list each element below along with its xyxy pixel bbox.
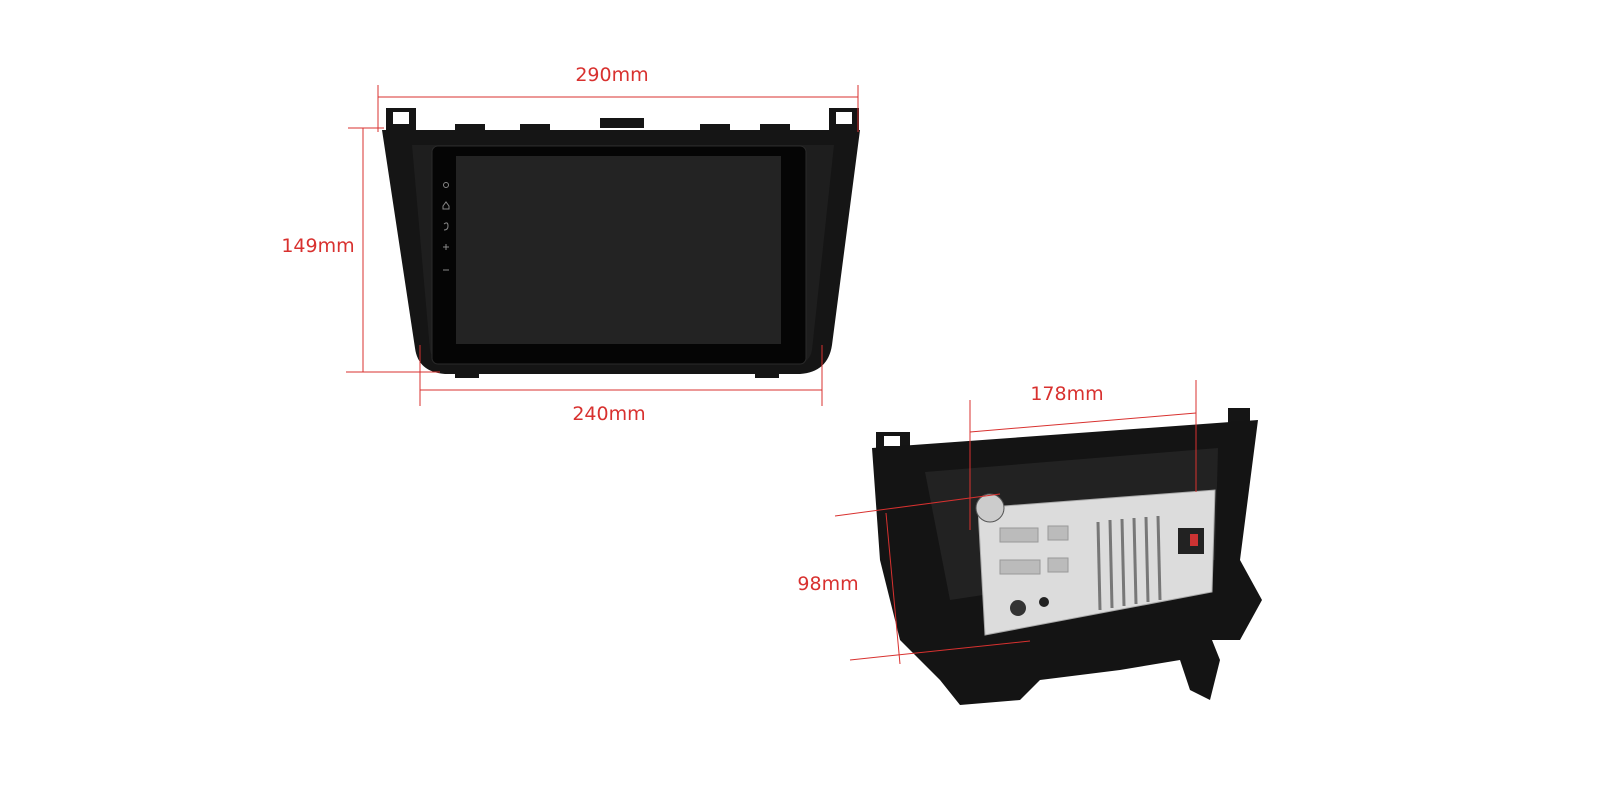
- width-top-label: 290mm: [575, 64, 648, 86]
- antenna-port: [1010, 600, 1026, 616]
- width-bottom-label: 240mm: [572, 403, 645, 425]
- chassis-height-label: 98mm: [797, 573, 858, 595]
- rear-unit: [872, 408, 1262, 705]
- chassis-width-label: 178mm: [1030, 383, 1103, 405]
- rear-dimension-lines: [834, 380, 1197, 665]
- power-icon: [443, 182, 449, 188]
- screen: [456, 156, 781, 344]
- volume-up-icon: [443, 244, 449, 250]
- chassis: [977, 489, 1216, 636]
- back-icon: [443, 222, 449, 231]
- front-unit: [382, 108, 860, 378]
- heatsink: [1096, 515, 1162, 611]
- home-icon: [442, 201, 450, 210]
- side-buttons: [442, 182, 450, 271]
- front-dimension-lines: [346, 85, 859, 406]
- brand-badge: [975, 493, 1005, 523]
- height-label: 149mm: [281, 235, 354, 257]
- connectors: [999, 525, 1069, 575]
